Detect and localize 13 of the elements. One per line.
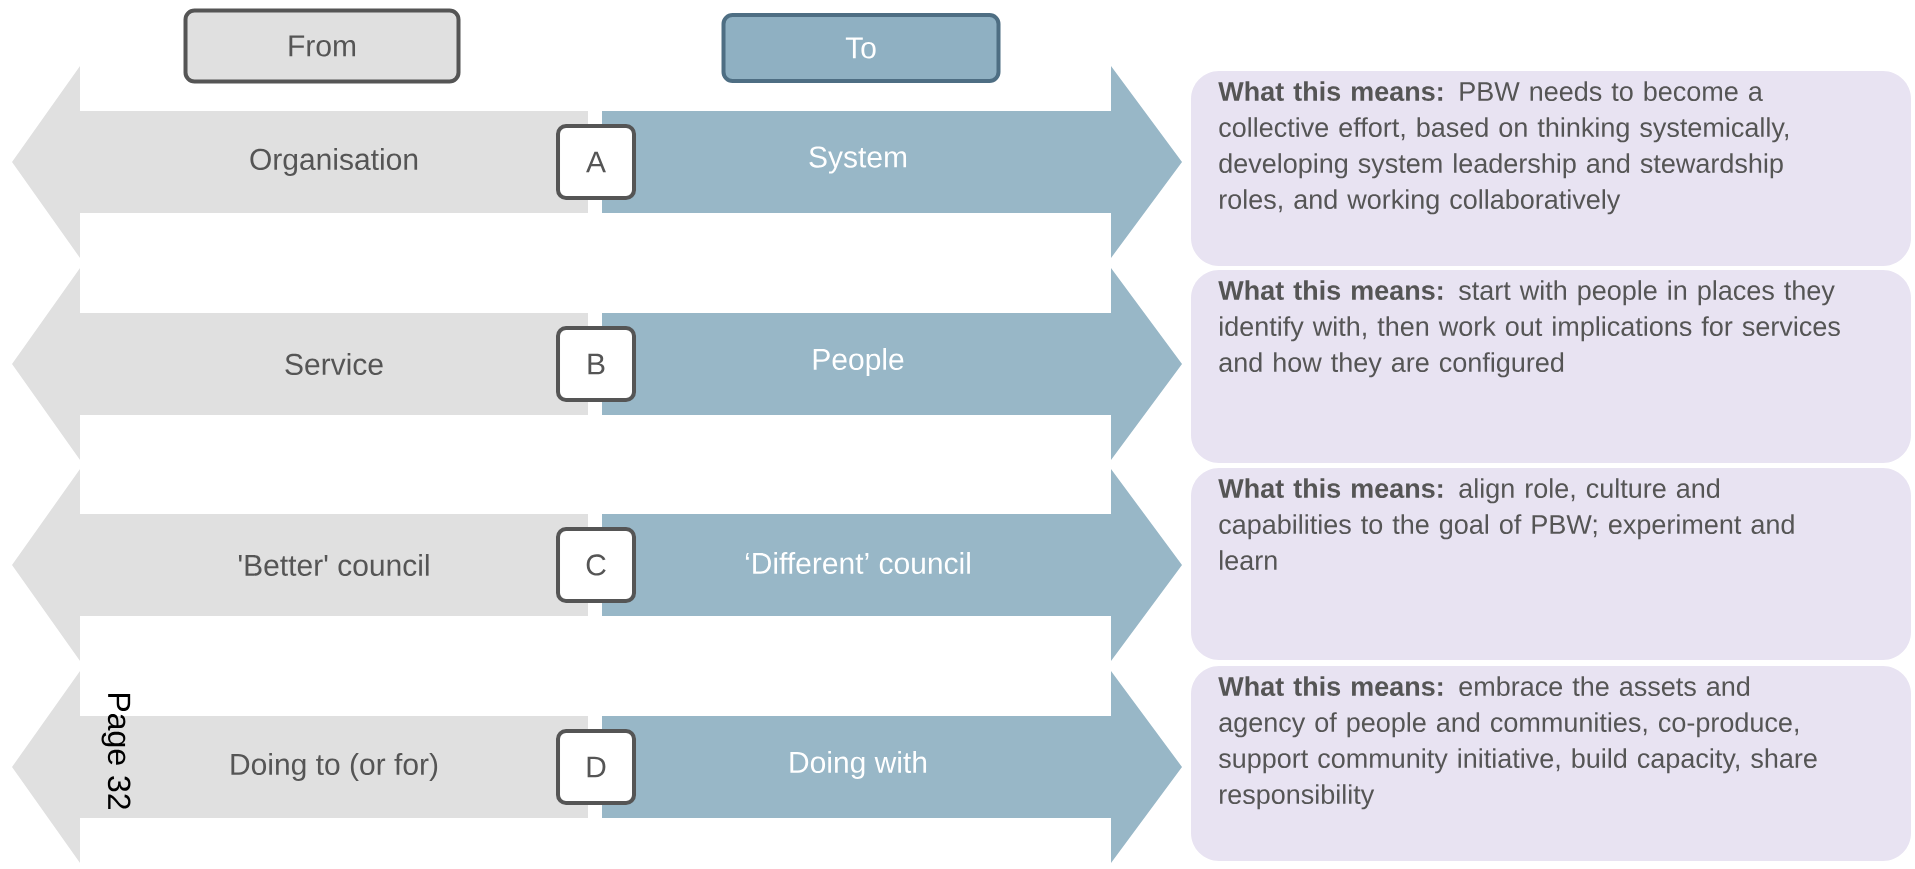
pointed-banner: Service bbox=[12, 268, 588, 460]
letter-box: C bbox=[556, 527, 636, 603]
explanation-box: What this means: align role, culture and capabilities to the goal of PBW; experiment and learn bbox=[1191, 468, 1911, 660]
explanation-box: What this means: embrace the assets and agency of people and communities, co-produce, support community initiative, build capacity, share responsibility bbox=[1191, 666, 1911, 861]
pointed-banner: 'Better' council bbox=[12, 469, 588, 661]
letter-box: B bbox=[556, 326, 636, 402]
page-number: Page 32 bbox=[101, 694, 131, 809]
explanation-box: What this means: start with people in places they identify with, then work out implications for services and how they are configured bbox=[1191, 270, 1911, 463]
explanation-box: What this means: PBW needs to become a collective effort, based on thinking systemically, developing system leadership and stewardship roles, and working collaboratively bbox=[1191, 71, 1911, 266]
letter-box: D bbox=[556, 729, 636, 805]
from-box: From bbox=[183, 8, 461, 84]
to-box: To bbox=[721, 13, 1001, 83]
letter-box: A bbox=[556, 124, 636, 200]
